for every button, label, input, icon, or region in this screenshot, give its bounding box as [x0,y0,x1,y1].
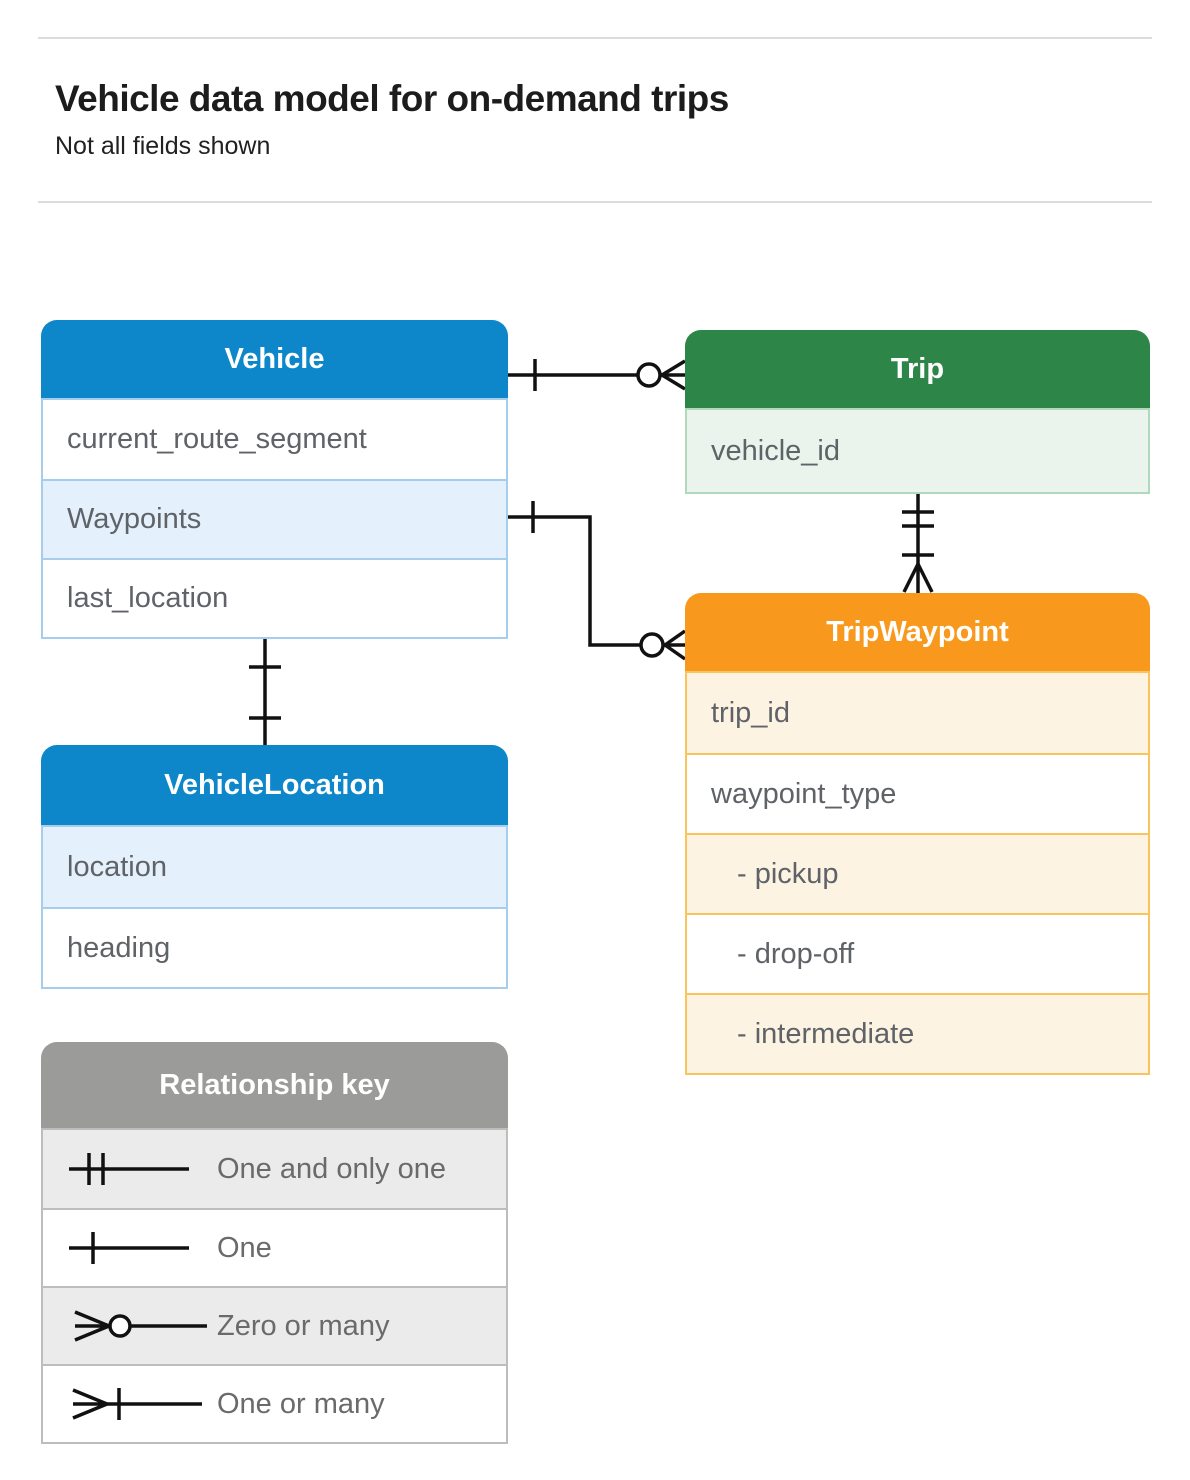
trip-tripwaypoint-connector [902,490,934,593]
vehicle-location-table-title: VehicleLocation [41,745,508,825]
vehicle-trip-connector [508,359,686,391]
table-row: - pickup [687,833,1148,913]
table-row: vehicle_id [687,410,1148,492]
header-divider [38,201,1152,203]
top-divider [38,37,1152,39]
relationship-key: Relationship key One and only one One [41,1042,508,1444]
table-row: trip_id [687,673,1148,753]
table-row: current_route_segment [67,423,367,455]
trip-table-title: Trip [685,330,1150,408]
table-row: waypoint_type [687,753,1148,833]
relationship-key-title: Relationship key [41,1042,508,1128]
page-title: Vehicle data model for on-demand trips [55,78,729,119]
trip-table-body: vehicle_id [685,408,1150,494]
table-row: heading [43,907,506,987]
vehicle-location-table: VehicleLocation location heading [41,745,508,989]
legend-label: One [217,1231,272,1264]
legend-item: Zero or many [43,1286,506,1364]
one-symbol [69,1232,189,1264]
trip-waypoint-table-title: TripWaypoint [685,593,1150,671]
legend-label: One or many [217,1387,385,1420]
table-row: location [43,827,506,907]
vehicle-location-table-body: location heading [41,825,508,989]
relationship-key-body: One and only one One Zero or many [41,1128,508,1444]
vehicle-vehiclelocation-connector [249,635,281,745]
legend-item: One and only one [43,1130,506,1208]
table-row: - intermediate [687,993,1148,1073]
table-row: - drop-off [687,913,1148,993]
page-subtitle: Not all fields shown [55,132,271,160]
legend-item: One [43,1208,506,1286]
table-row: last_location [43,558,506,637]
legend-label: Zero or many [217,1309,390,1342]
vehicle-table-title: Vehicle [41,320,508,398]
vehicle-table: Vehicle current_route_segment Waypoints … [41,320,508,639]
trip-waypoint-table-body: trip_id waypoint_type - pickup - drop-of… [685,671,1150,1075]
zero-or-many-symbol [74,1310,207,1342]
trip-table: Trip vehicle_id [685,330,1150,494]
one-or-many-symbol [72,1388,202,1420]
trip-waypoint-table: TripWaypoint trip_id waypoint_type - pic… [685,593,1150,1075]
vehicle-table-body: current_route_segment Waypoints last_loc… [41,398,508,639]
waypoints-tripwaypoint-connector [508,501,687,661]
legend-label: One and only one [217,1152,446,1185]
one-and-only-one-symbol [69,1153,189,1185]
legend-item: One or many [43,1364,506,1442]
table-row: Waypoints [43,479,506,558]
